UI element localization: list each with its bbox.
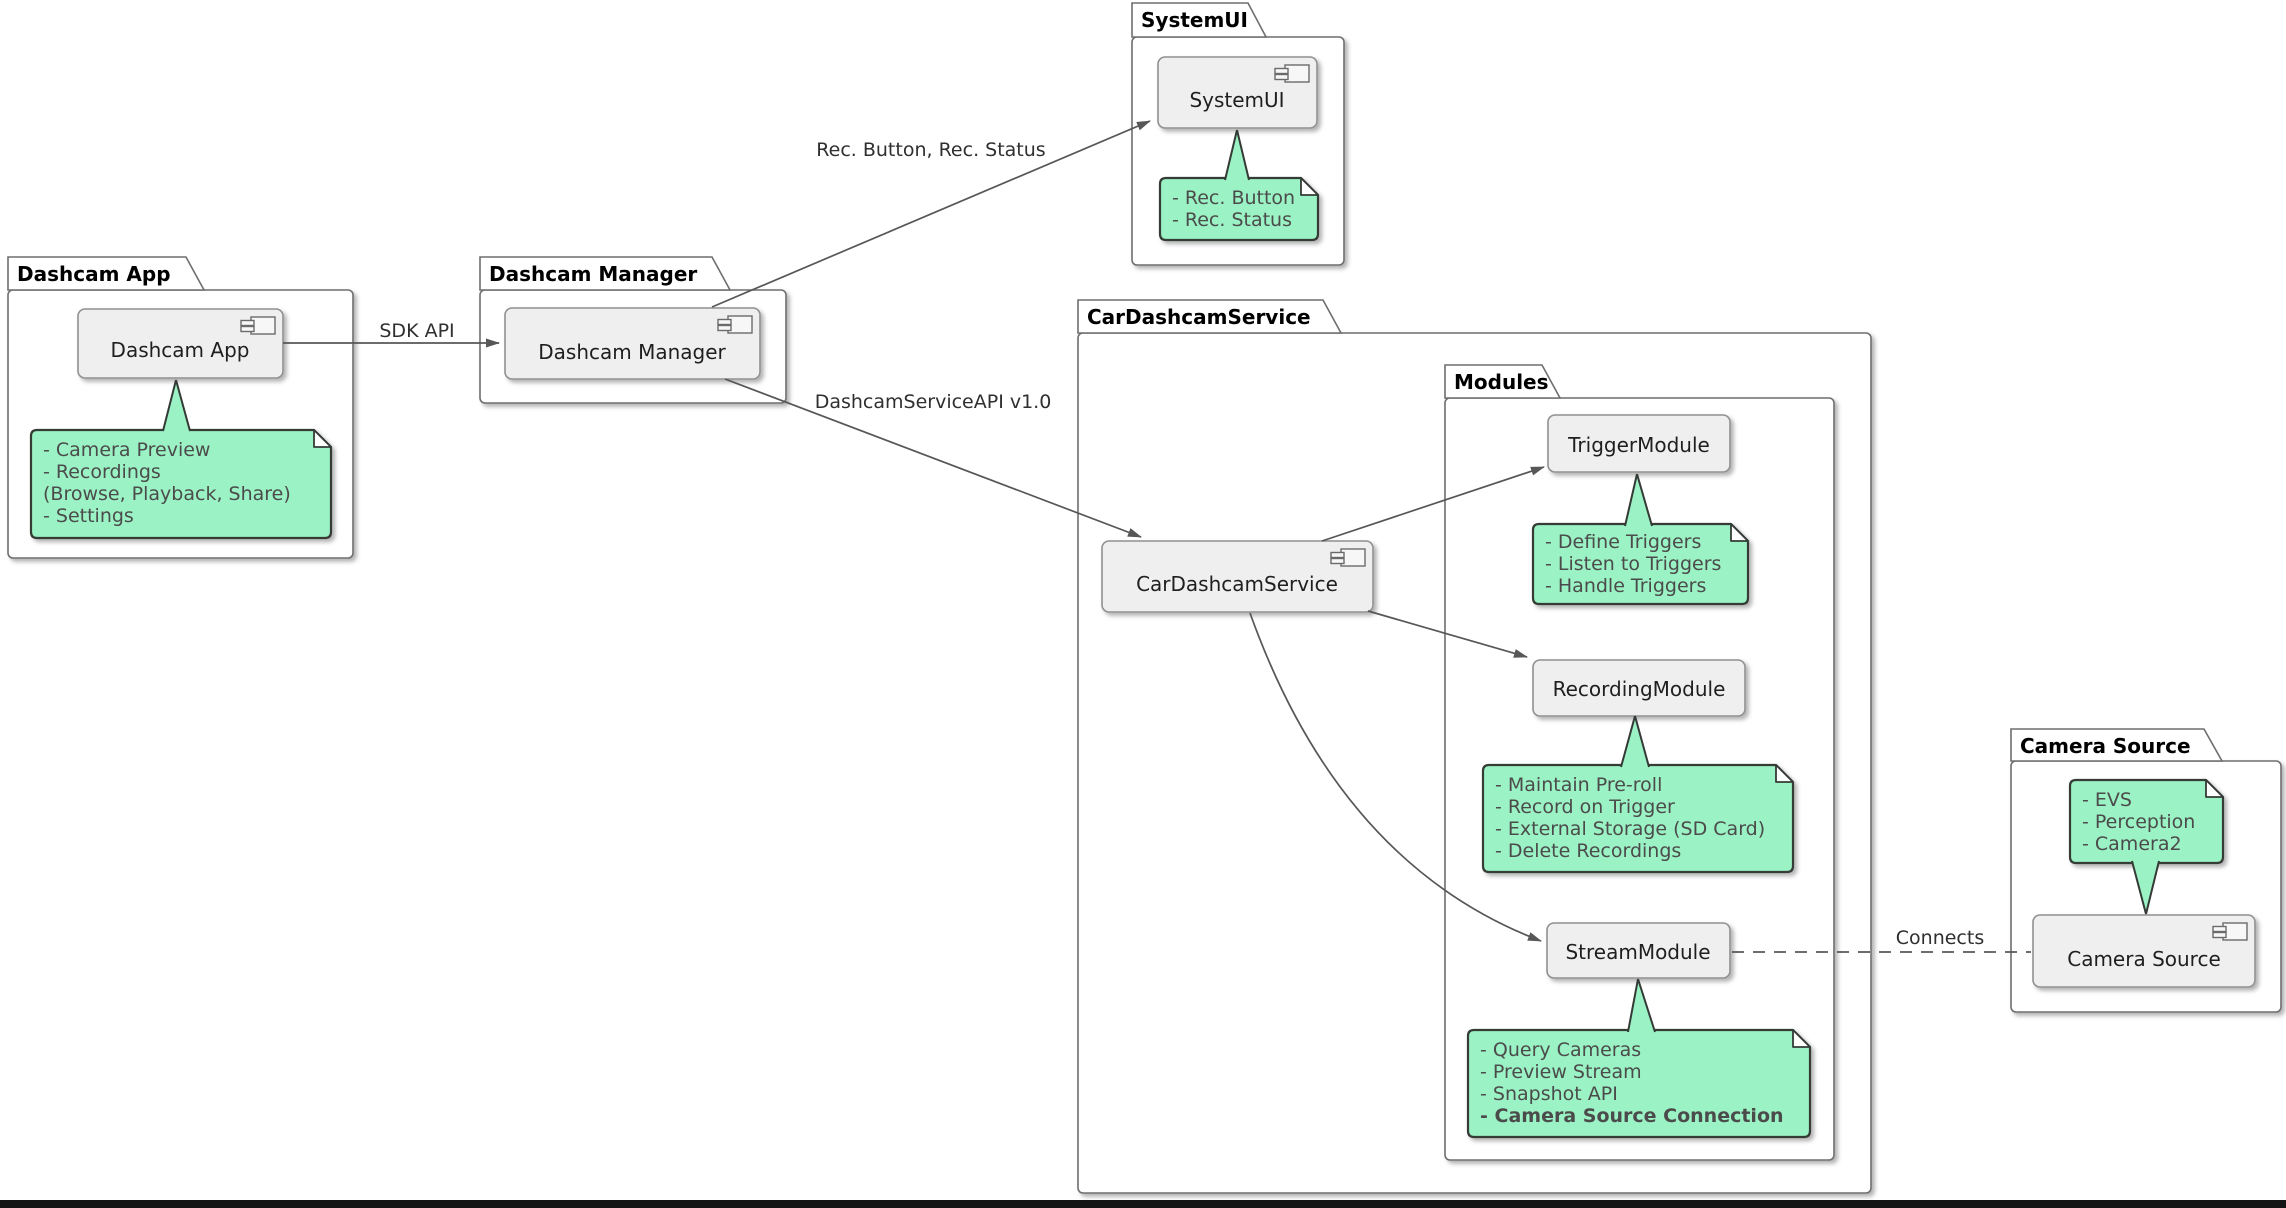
note-line: - Preview Stream	[1480, 1061, 1642, 1083]
note-line: - Delete Recordings	[1495, 840, 1682, 862]
package-title-systemui: SystemUI	[1141, 8, 1248, 32]
note-line: - Listen to Triggers	[1545, 553, 1722, 575]
component-label-stream-module: StreamModule	[1565, 940, 1711, 964]
note-pointer-camera-source	[2131, 859, 2160, 915]
note-line: - Rec. Status	[1172, 209, 1293, 231]
component-car-dashcam-service	[1101, 540, 1374, 613]
package-title-car-dashcam-service: CarDashcamService	[1087, 305, 1311, 329]
package-title-camera-source: Camera Source	[2020, 734, 2191, 758]
note-systemui	[1158, 176, 1320, 242]
note-stream-module	[1466, 1028, 1812, 1139]
component-camera-source	[2032, 914, 2256, 988]
note-text-dashcam-app: - Camera Preview - Recordings (Browse, P…	[43, 439, 319, 527]
component-label-car-dashcam-service: CarDashcamService	[1136, 572, 1338, 596]
note-line: - Handle Triggers	[1545, 575, 1707, 597]
note-pointer-dashcam-app	[162, 379, 191, 434]
edge-label-service-api: DashcamServiceAPI v1.0	[814, 391, 1052, 413]
component-label-dashcam-manager: Dashcam Manager	[538, 340, 726, 364]
note-pointer-recording	[1620, 715, 1650, 769]
note-pointer-trigger	[1624, 473, 1653, 528]
note-text-systemui: - Rec. Button - Rec. Status	[1172, 187, 1306, 231]
note-line: - Record on Trigger	[1495, 796, 1675, 818]
edge-rec-signals	[711, 120, 1151, 308]
component-trigger-module	[1547, 414, 1731, 473]
edge-label-sdk-api: SDK API	[379, 320, 455, 342]
component-label-trigger-module: TriggerModule	[1568, 433, 1710, 457]
package-title-dashcam-manager: Dashcam Manager	[489, 262, 698, 286]
edge-service-api	[724, 378, 1142, 538]
note-text-recording-module: - Maintain Pre-roll - Record on Trigger …	[1495, 774, 1781, 862]
edge-to-trigger-module	[1321, 466, 1545, 542]
package-title-modules: Modules	[1454, 370, 1549, 394]
edge-label-connects: Connects	[1895, 927, 1985, 949]
note-line: (Browse, Playback, Share)	[43, 483, 291, 505]
edge-to-recording-module	[1367, 610, 1528, 658]
note-line: - Query Cameras	[1480, 1039, 1642, 1061]
note-line: - Define Triggers	[1545, 531, 1702, 553]
component-systemui	[1157, 56, 1318, 129]
note-pointer-systemui	[1224, 129, 1250, 182]
note-line: - Camera2	[2082, 833, 2182, 855]
component-label-camera-source: Camera Source	[2067, 947, 2221, 971]
note-line: - Perception	[2082, 811, 2196, 833]
component-label-systemui: SystemUI	[1189, 88, 1285, 112]
bottom-bar	[0, 1200, 2286, 1208]
note-text-trigger-module: - Define Triggers - Listen to Triggers -…	[1545, 531, 1736, 597]
note-recording-module	[1481, 763, 1795, 874]
edge-label-rec-signals: Rec. Button, Rec. Status	[816, 139, 1046, 161]
component-recording-module	[1532, 659, 1746, 717]
component-label-recording-module: RecordingModule	[1552, 677, 1726, 701]
note-line: - Recordings	[43, 461, 161, 483]
note-line: - External Storage (SD Card)	[1495, 818, 1766, 840]
note-line: - EVS	[2082, 789, 2132, 811]
component-label-dashcam-app: Dashcam App	[110, 338, 250, 362]
edge-to-stream-module	[1249, 612, 1542, 942]
note-camera-source	[2068, 778, 2225, 865]
note-text-camera-source: - EVS - Perception - Camera2	[2082, 789, 2211, 855]
note-line-bold: - Camera Source Connection	[1480, 1105, 1784, 1127]
note-line: - Snapshot API	[1480, 1083, 1618, 1105]
component-stream-module	[1546, 922, 1731, 979]
note-line: - Rec. Button	[1172, 187, 1296, 209]
component-dashcam-manager	[504, 307, 761, 380]
note-line: - Settings	[43, 505, 134, 527]
note-pointer-stream	[1627, 978, 1656, 1034]
note-line: - Camera Preview	[43, 439, 211, 461]
package-title-dashcam-app: Dashcam App	[17, 262, 171, 286]
note-line: - Maintain Pre-roll	[1495, 774, 1663, 796]
note-text-stream-module: - Query Cameras - Preview Stream - Snaps…	[1480, 1039, 1798, 1127]
note-trigger-module	[1531, 522, 1750, 606]
note-dashcam-app	[29, 428, 333, 540]
